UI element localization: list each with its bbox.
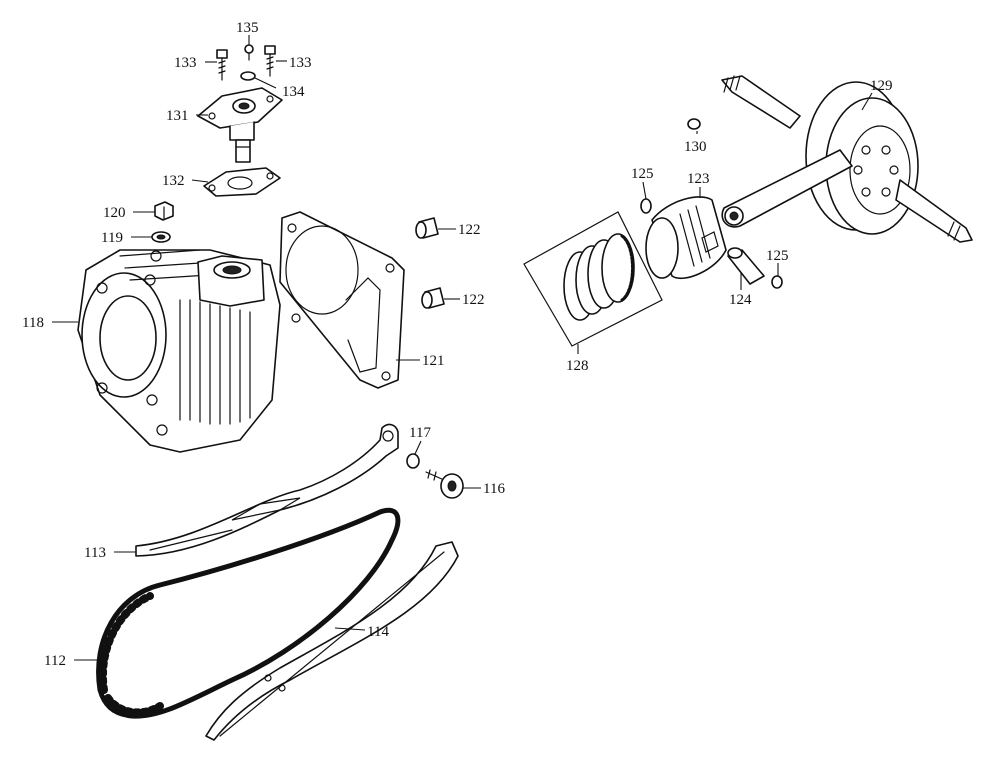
callout-121: 121	[422, 353, 445, 369]
clip-130	[687, 118, 701, 130]
dowel-122-lower	[421, 287, 445, 309]
callout-113: 113	[84, 545, 106, 561]
callout-125-left: 125	[631, 166, 654, 182]
leader-lines	[52, 35, 873, 661]
callout-129: 129	[870, 78, 893, 94]
callout-128: 128	[566, 358, 589, 374]
bolt-133-left	[216, 49, 228, 81]
callout-124: 124	[729, 292, 752, 308]
callout-133-left: 133	[174, 55, 197, 71]
callout-132: 132	[162, 173, 185, 189]
callout-120: 120	[103, 205, 126, 221]
callout-133-right: 133	[289, 55, 312, 71]
piston-pin-clip-125-right	[771, 275, 783, 289]
cylinder-gasket-121	[279, 211, 405, 389]
callout-114: 114	[367, 624, 389, 640]
callout-117: 117	[409, 425, 431, 441]
callout-112: 112	[44, 653, 66, 669]
dowel-122-upper	[415, 217, 439, 239]
callout-122-upper: 122	[458, 222, 481, 238]
callout-135: 135	[236, 20, 259, 36]
cylinder-118	[77, 249, 281, 453]
callout-134: 134	[282, 84, 305, 100]
bolt-135	[244, 44, 254, 61]
piston-pin-clip-125-left	[640, 198, 652, 214]
callout-119: 119	[101, 230, 123, 246]
piston-pin-124	[727, 247, 765, 285]
callout-130: 130	[684, 139, 707, 155]
bolt-120	[154, 201, 174, 221]
bolt-133-right	[264, 45, 276, 77]
piston-123	[645, 196, 727, 280]
cam-chain-tensioner-131	[197, 87, 283, 163]
bolt-116	[425, 469, 464, 499]
washer-119	[151, 231, 171, 243]
piston-ring-set-128	[523, 211, 663, 347]
washer-117	[406, 453, 420, 469]
crankshaft-129	[721, 75, 973, 243]
cam-chain-112	[96, 507, 401, 719]
callout-125-right: 125	[766, 248, 789, 264]
tensioner-arm-113	[135, 423, 399, 557]
callout-131: 131	[166, 108, 189, 124]
chain-guide-114	[205, 541, 459, 741]
callout-118: 118	[22, 315, 44, 331]
callout-labels: 135 133 133 134 131 132 120 119 118 122 …	[22, 20, 893, 669]
callout-122-lower: 122	[462, 292, 485, 308]
callout-123: 123	[687, 171, 710, 187]
callout-116: 116	[483, 481, 505, 497]
tensioner-gasket-132	[203, 167, 281, 197]
o-ring-134	[240, 71, 256, 81]
